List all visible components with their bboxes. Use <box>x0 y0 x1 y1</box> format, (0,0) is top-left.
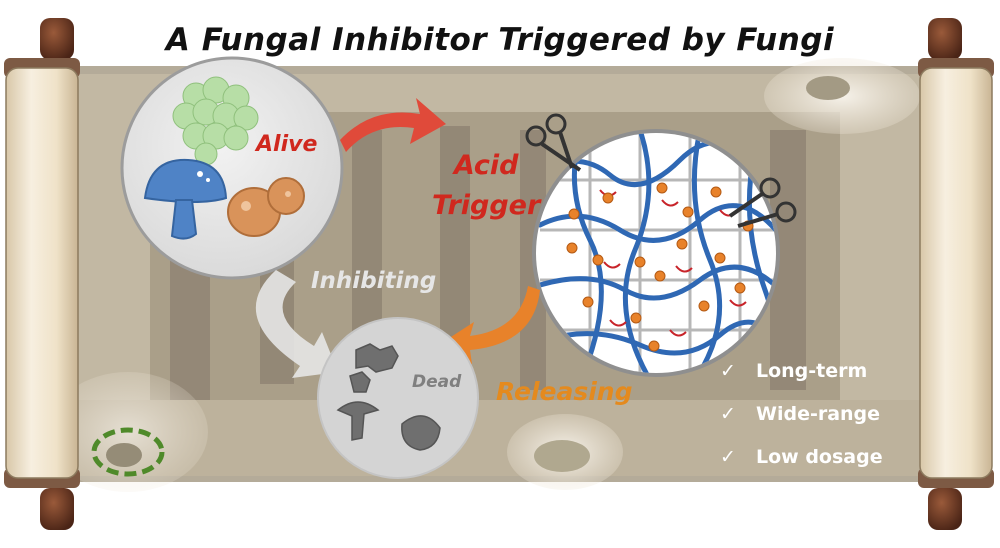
feature-label: Long-term <box>756 360 868 382</box>
mushroom-icon <box>143 158 228 240</box>
dead-label: Dead <box>412 372 462 392</box>
spore-cluster-icon <box>172 76 259 166</box>
check-icon: ✓ <box>720 403 736 425</box>
alive-fungi-circle <box>120 56 344 280</box>
alive-label: Alive <box>256 132 318 157</box>
check-icon: ✓ <box>720 360 736 382</box>
scissors-icon <box>525 113 582 172</box>
acid-label-line2: Trigger <box>432 190 541 221</box>
acid-trigger-label: Acid Trigger <box>432 146 540 226</box>
releasing-arrow <box>440 286 540 364</box>
feature-item: ✓ Low dosage <box>720 446 883 468</box>
figure-title: A Fungal Inhibitor Triggered by Fungi <box>165 22 835 58</box>
hydrogel-network-circle <box>532 129 780 377</box>
trigger-arrow <box>340 98 446 152</box>
feature-label: Low dosage <box>756 446 883 468</box>
acid-label-line1: Acid <box>453 150 519 181</box>
feature-label: Wide-range <box>756 403 881 425</box>
yeast-cell-icon <box>227 177 305 237</box>
scissors-icon <box>728 177 797 228</box>
dead-fungi-circle <box>317 317 479 479</box>
feature-item: ✓ Wide-range <box>720 403 880 425</box>
releasing-label: Releasing <box>496 377 633 406</box>
right-scroll-roller <box>918 18 994 530</box>
inhibiting-label: Inhibiting <box>311 268 437 294</box>
highlight-ellipse <box>91 427 165 477</box>
inhibiting-arrow <box>255 270 338 378</box>
released-particles <box>566 182 754 352</box>
left-scroll-roller <box>4 18 80 530</box>
check-icon: ✓ <box>720 446 736 468</box>
dead-fungi-icon <box>336 343 441 451</box>
feature-item: ✓ Long-term <box>720 360 867 382</box>
mold-spots <box>48 58 920 492</box>
